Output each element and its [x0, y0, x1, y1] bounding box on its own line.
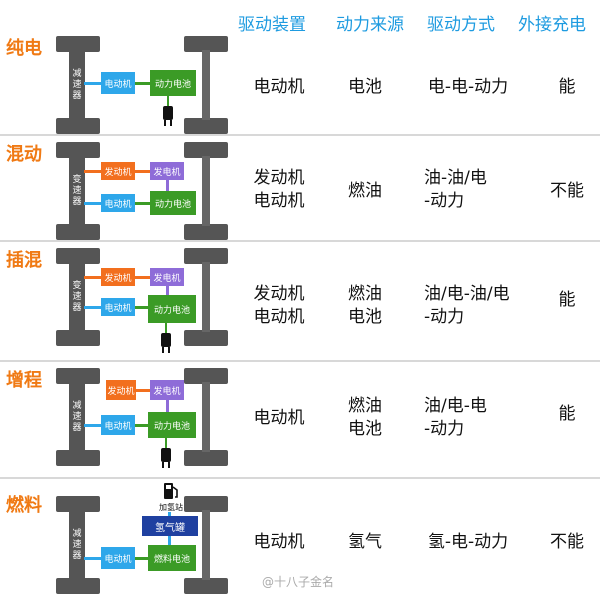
charge-bev: 能	[558, 77, 576, 97]
battery: 动力电池	[150, 70, 196, 96]
rear-axle	[202, 50, 210, 120]
gearbox: 变速器	[69, 262, 85, 332]
fuel-station-icon	[164, 483, 178, 499]
battery: 动力电池	[148, 412, 196, 438]
tire	[56, 578, 100, 594]
tire	[184, 368, 228, 384]
row-title-bev: 纯电	[6, 38, 42, 59]
tire	[184, 578, 228, 594]
drive-device-phev: 发动机电动机	[253, 284, 305, 327]
gearbox: 减速器	[69, 50, 85, 120]
power-source-erev: 燃油电池	[348, 396, 382, 439]
charge-erev: 能	[558, 404, 576, 424]
fuel-cell: 燃料电池	[148, 545, 196, 571]
drive-method-phev: 油/电-油/电-动力	[424, 284, 510, 327]
drive-method-bev: 电-电-动力	[427, 77, 509, 97]
gearbox: 减速器	[69, 510, 85, 580]
drive-device-hev: 发动机电动机	[253, 168, 305, 211]
tire	[184, 142, 228, 158]
engine: 发动机	[101, 268, 135, 286]
motor: 电动机	[101, 547, 135, 569]
battery: 动力电池	[148, 295, 196, 323]
charge-phev: 能	[558, 290, 576, 310]
power-source-bev: 电池	[348, 77, 382, 97]
row-title-fcev: 燃料	[6, 495, 42, 516]
hydrogen-tank: 氢气罐	[142, 516, 198, 536]
tire	[56, 224, 100, 240]
drive-device-bev: 电动机	[253, 77, 305, 97]
header-drive-method: 驱动方式	[427, 15, 495, 35]
row-divider	[0, 134, 600, 136]
charging-plug-icon	[161, 438, 171, 468]
rear-axle	[202, 510, 210, 580]
tire	[56, 330, 100, 346]
rear-axle	[202, 262, 210, 332]
tire	[184, 224, 228, 240]
generator: 发电机	[150, 162, 184, 180]
generator: 发电机	[150, 268, 184, 286]
row-divider	[0, 477, 600, 479]
gearbox: 减速器	[69, 382, 85, 452]
drive-device-erev: 电动机	[253, 408, 305, 428]
header-power-source: 动力来源	[336, 15, 404, 35]
tire	[56, 496, 100, 512]
engine: 发动机	[106, 380, 136, 400]
rear-axle	[202, 382, 210, 452]
row-title-phev: 插混	[6, 250, 42, 271]
tire	[56, 450, 100, 466]
drive-method-hev: 油-油/电-动力	[424, 168, 487, 211]
power-source-phev: 燃油电池	[348, 284, 382, 327]
motor: 电动机	[101, 298, 135, 316]
row-divider	[0, 240, 600, 242]
generator: 发电机	[150, 380, 184, 400]
hydrogen-station-label: 加氢站	[159, 502, 183, 512]
rear-axle	[202, 156, 210, 226]
charge-hev: 不能	[550, 181, 584, 201]
tire	[184, 330, 228, 346]
tire	[56, 36, 100, 52]
gearbox: 变速器	[69, 156, 85, 226]
row-divider	[0, 360, 600, 362]
battery: 动力电池	[150, 191, 196, 215]
drive-method-erev: 油/电-电-动力	[424, 396, 487, 439]
tire	[184, 248, 228, 264]
drive-method-fcev: 氢-电-动力	[427, 532, 509, 552]
charge-fcev: 不能	[550, 532, 584, 552]
tire	[56, 248, 100, 264]
header-drive-device: 驱动装置	[238, 15, 306, 35]
charging-plug-icon	[161, 323, 171, 353]
header-external-charging: 外接充电	[518, 15, 586, 35]
power-source-fcev: 氢气	[348, 532, 382, 552]
engine: 发动机	[101, 162, 135, 180]
tire	[184, 450, 228, 466]
power-source-hev: 燃油	[348, 181, 382, 201]
tire	[184, 118, 228, 134]
drive-device-fcev: 电动机	[253, 532, 305, 552]
motor: 电动机	[101, 72, 135, 94]
tire	[56, 118, 100, 134]
row-title-erev: 增程	[6, 370, 42, 391]
tire	[184, 496, 228, 512]
watermark: @十八子金名	[262, 575, 335, 589]
motor: 电动机	[101, 415, 135, 435]
tire	[56, 368, 100, 384]
tire	[56, 142, 100, 158]
tire	[184, 36, 228, 52]
charging-plug-icon	[163, 96, 173, 126]
motor: 电动机	[101, 194, 135, 212]
row-title-hev: 混动	[6, 144, 42, 165]
